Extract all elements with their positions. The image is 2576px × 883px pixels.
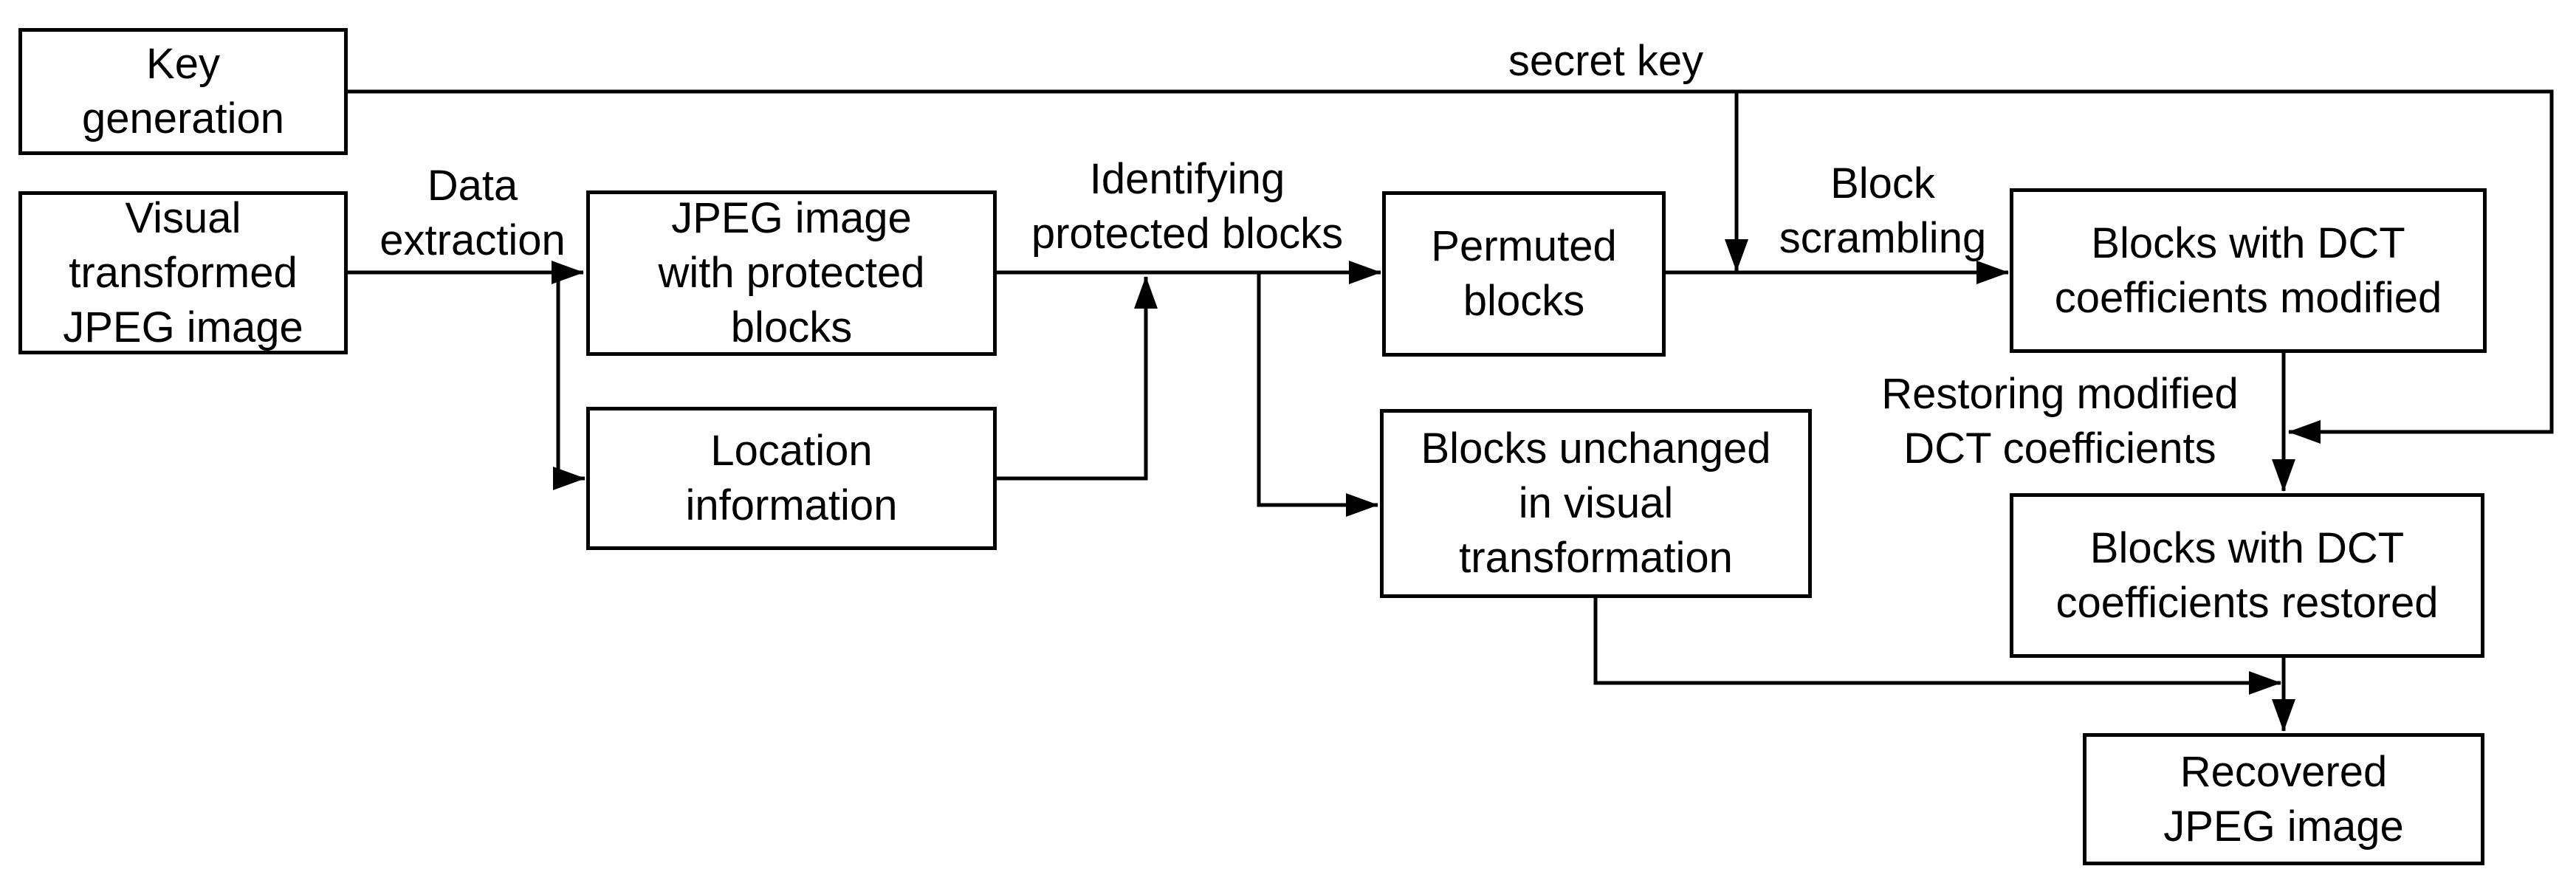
label-block-scrambling: Block scrambling	[1779, 157, 1986, 266]
label-block-scrambling-line1: Block	[1830, 159, 1935, 207]
box-jpeg-protected-line1: JPEG image	[671, 194, 912, 242]
box-visual-transformed-line3: JPEG image	[63, 303, 303, 351]
box-dct-restored-line1: Blocks with DCT	[2089, 523, 2405, 572]
label-secret-key-line1: secret key	[1508, 37, 1704, 85]
box-permuted-blocks-line2: blocks	[1463, 277, 1585, 325]
box-blocks-unchanged-line2: in visual	[1518, 479, 1674, 527]
box-key-generation-line2: generation	[81, 95, 285, 142]
box-jpeg-with-protected-blocks: JPEG image with protected blocks	[586, 190, 997, 356]
box-dct-modified-line2: coefficients modified	[2054, 273, 2442, 322]
box-blocks-unchanged: Blocks unchanged in visual transformatio…	[1380, 409, 1812, 598]
box-dct-modified-line1: Blocks with DCT	[2091, 219, 2405, 267]
box-permuted-blocks: Permuted blocks	[1382, 191, 1666, 357]
label-data-extraction: Data extraction	[379, 159, 565, 268]
box-recovered-jpeg-line2: JPEG image	[2163, 802, 2404, 851]
label-block-scrambling-line2: scrambling	[1779, 214, 1987, 262]
box-key-generation: Key generation	[18, 28, 348, 155]
box-location-information-line1: Location	[710, 427, 873, 475]
box-blocks-unchanged-line1: Blocks unchanged	[1421, 425, 1771, 473]
label-data-extraction-line1: Data	[427, 162, 518, 210]
label-secret-key: secret key	[1508, 34, 1703, 89]
connector-secret-key-feedback	[348, 89, 2554, 444]
connector-visual-to-location	[553, 272, 585, 490]
box-dct-coefficients-restored: Blocks with DCT coefficients restored	[2010, 493, 2484, 658]
label-restoring-modified-dct: Restoring modified DCT coefficients	[1881, 367, 2239, 476]
connector-jpeg-to-unchanged	[1257, 272, 1378, 517]
box-recovered-jpeg-line1: Recovered	[2180, 747, 2388, 796]
box-blocks-unchanged-line3: transformation	[1459, 534, 1733, 582]
box-jpeg-protected-line3: blocks	[730, 303, 853, 351]
box-location-information: Location information	[586, 407, 997, 550]
box-recovered-jpeg-image: Recovered JPEG image	[2083, 733, 2484, 865]
label-identifying-line2: protected blocks	[1031, 210, 1344, 258]
box-visual-transformed-jpeg: Visual transformed JPEG image	[18, 191, 348, 354]
box-key-generation-line1: Key	[146, 40, 220, 88]
box-permuted-blocks-line1: Permuted	[1431, 222, 1617, 270]
label-restoring-line1: Restoring modified	[1881, 370, 2239, 418]
label-data-extraction-line2: extraction	[379, 216, 566, 264]
box-visual-transformed-line2: transformed	[69, 248, 298, 297]
connector-location-to-flow	[997, 276, 1158, 481]
box-visual-transformed-line1: Visual	[125, 193, 241, 242]
box-dct-restored-line2: coefficients restored	[2055, 578, 2439, 627]
connector-unchanged-to-recovered	[1593, 598, 2281, 695]
label-restoring-line2: DCT coefficients	[1903, 425, 2216, 473]
box-jpeg-protected-line2: with protected	[658, 249, 925, 297]
box-location-information-line2: information	[685, 481, 898, 529]
box-dct-coefficients-modified: Blocks with DCT coefficients modified	[2010, 188, 2487, 353]
label-identifying-line1: Identifying	[1089, 155, 1285, 203]
label-identifying-protected-blocks: Identifying protected blocks	[1031, 152, 1343, 261]
